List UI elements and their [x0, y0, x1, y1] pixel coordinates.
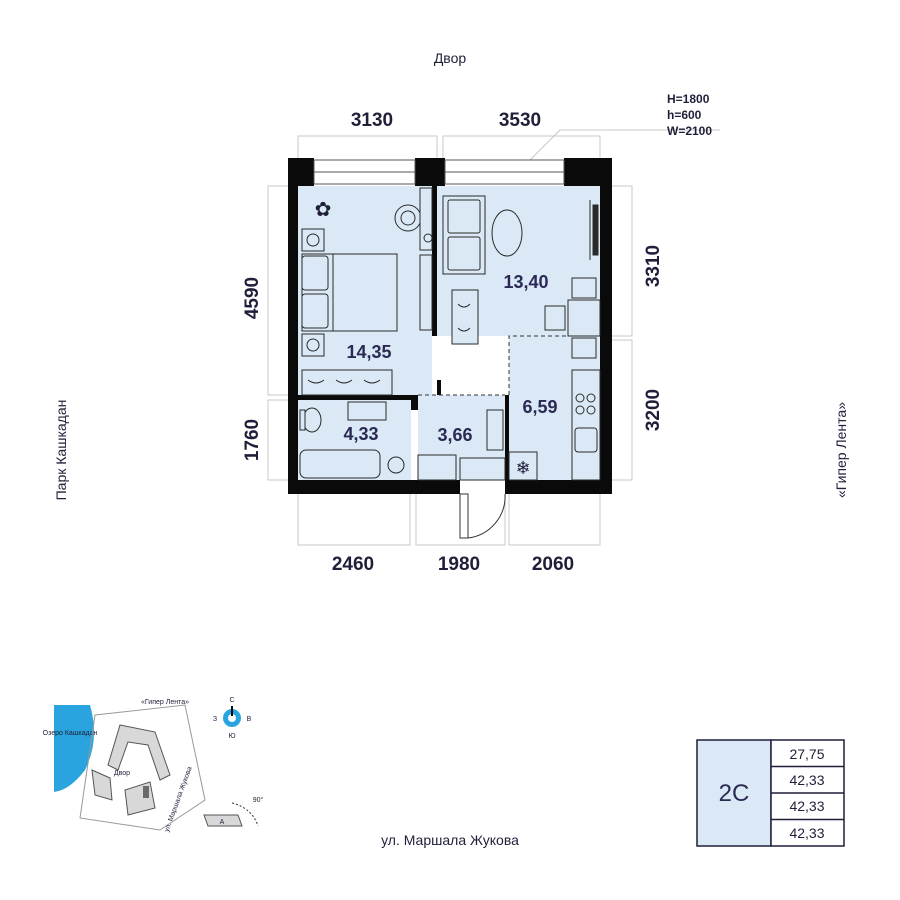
dim-bottom-left: 2460: [332, 554, 374, 575]
apartment-area-cell: 42,33: [789, 825, 824, 841]
direction-bottom: ул. Маршала Жукова: [381, 832, 519, 848]
direction-left: Парк Кашкадан: [53, 400, 69, 501]
dim-top-right: 3530: [499, 110, 541, 131]
compass-n: С: [229, 697, 234, 704]
dim-right-lower: 3200: [643, 389, 664, 431]
window-spec-w: W=2100: [667, 124, 712, 138]
apartment-area-cell: 42,33: [789, 798, 824, 814]
apartment-table: 2С 27,75 42,33 42,33 42,33: [696, 739, 845, 847]
furniture: [299, 187, 601, 481]
site-lake-label: Озеро Кашкадан: [43, 730, 98, 737]
room-area-kitchen: 6,59: [522, 397, 557, 417]
compass-s: Ю: [228, 733, 235, 740]
walls: [288, 158, 612, 494]
room-area-hall: 3,66: [437, 425, 472, 445]
window-spec-h-big: H=1800: [667, 92, 710, 106]
dim-top-left: 3130: [351, 110, 393, 131]
entry-door: [459, 484, 506, 539]
dimension-lines: [267, 129, 720, 546]
compass-w: З: [213, 716, 217, 723]
room-area-bathroom: 4,33: [343, 424, 378, 444]
lake-shape: [54, 705, 94, 792]
apartment-area-cell: 27,75: [789, 746, 824, 762]
direction-right: «Гипер Лента»: [833, 402, 849, 498]
direction-top: Двор: [434, 50, 467, 66]
site-rotation-label: 90°: [253, 796, 264, 804]
dim-left-lower: 1760: [242, 419, 263, 461]
fridge-icon: ❄: [515, 458, 530, 478]
dim-right-upper: 3310: [643, 245, 664, 287]
room-area-living: 13,40: [503, 272, 548, 292]
room-area-bedroom: 14,35: [346, 342, 391, 362]
compass-icon: С Ю З В: [213, 697, 252, 740]
dim-left-upper: 4590: [242, 277, 263, 319]
dim-bottom-mid: 1980: [438, 554, 480, 575]
plant-icon: ✿: [315, 199, 332, 221]
site-building-label: А: [220, 819, 225, 826]
apartment-area-cell: 42,33: [789, 772, 824, 788]
dim-bottom-right: 2060: [532, 554, 574, 575]
compass-e: В: [247, 716, 252, 723]
windows: [313, 159, 565, 185]
window-spec-h-small: h=600: [667, 108, 702, 122]
site-yard-label: Двор: [114, 770, 130, 777]
apartment-type: 2С: [719, 780, 750, 807]
site-store-label: «Гипер Лента»: [141, 699, 189, 706]
